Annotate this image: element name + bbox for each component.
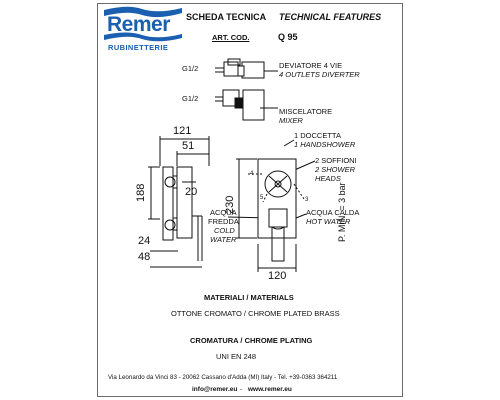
dimension-24: 24: [138, 235, 151, 247]
showerheads-label-en-1: 2 SHOWER: [315, 165, 356, 174]
hot-water-label-en: HOT WATER: [306, 217, 351, 226]
logo-graphic: [104, 6, 182, 42]
handshower-label-it: 1 DOCCETTA: [294, 131, 341, 140]
diverter-body-drawing: [215, 58, 265, 79]
footer-email: info@remer.eu: [192, 386, 238, 393]
front-view-drawing: [248, 158, 305, 262]
dimension-230: 230: [224, 195, 236, 214]
footer-address: Via Leonardo da Vinci 83 - 20062 Cassano…: [108, 374, 338, 381]
technical-features-title: TECHNICAL FEATURES: [279, 12, 382, 22]
showerheads-label-en-2: HEADS: [315, 174, 341, 183]
materials-body: OTTONE CROMATO / CHROME PLATED BRASS: [171, 309, 340, 318]
hot-water-label-it: ACQUA CALDA: [306, 208, 360, 217]
cold-water-label-2: FREDDA: [208, 217, 239, 226]
mixer-label-en: MIXER: [279, 116, 303, 125]
scheda-tecnica-title: SCHEDA TECNICA: [186, 12, 267, 22]
showerheads-label-it: 2 SOFFIONI: [315, 156, 357, 165]
brand-name: Remer: [107, 13, 170, 36]
handshower-label-en: 1 HANDSHOWER: [294, 140, 356, 149]
art-code-value: Q 95: [278, 32, 298, 42]
plating-title: CROMATURA / CHROME PLATING: [190, 336, 313, 345]
outlet-number-5: 5: [260, 195, 264, 201]
materials-title: MATERIALI / MATERIALS: [204, 293, 294, 302]
dimension-51: 51: [182, 140, 195, 152]
dimension-48: 48: [138, 251, 151, 263]
outlet-number-3: 3: [305, 197, 309, 203]
brand-sub: RUBINETTERIE: [108, 43, 169, 52]
g-label-top: G1/2: [182, 64, 199, 73]
dimension-121: 121: [173, 125, 192, 137]
plating-standard: UNI EN 248: [216, 352, 257, 361]
dimension-188: 188: [135, 183, 147, 202]
footer-separator: -: [240, 386, 243, 393]
cold-water-label-3: COLD: [214, 226, 235, 235]
g-label-bottom: G1/2: [182, 94, 199, 103]
technical-sheet: Remer RUBINETTERIE SCHEDA TECNICA TECHNI…: [97, 3, 403, 397]
art-code-label: ART. COD.: [212, 33, 250, 42]
technical-drawing: [148, 58, 316, 272]
outlet-number-4: 4: [250, 171, 254, 177]
diverter-label-it: DEVIATORE 4 VIE: [279, 61, 343, 70]
mixer-label-it: MISCELATORE: [279, 107, 333, 116]
dimension-120: 120: [268, 270, 287, 282]
cold-water-label-4: WATER: [210, 235, 237, 244]
diverter-label-en: 4 OUTLETS DIVERTER: [279, 70, 360, 79]
cold-water-label-1: ACQUA: [210, 208, 237, 217]
footer-web: www.remer.eu: [248, 386, 292, 393]
dimension-20: 20: [185, 186, 198, 198]
pressure-note: P. MIN. = 3 bar: [337, 182, 347, 242]
mixer-body-drawing: [215, 89, 265, 121]
side-view-drawing: [162, 166, 203, 261]
